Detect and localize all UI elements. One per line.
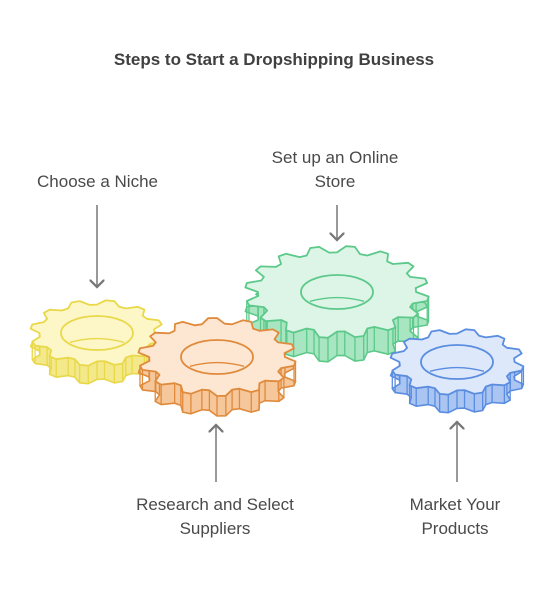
label-research-suppliers: Research and Select Suppliers bbox=[110, 493, 320, 541]
label-online-store-line1: Set up an Online bbox=[271, 148, 399, 167]
gear-research-suppliers bbox=[137, 317, 297, 417]
gear-online-store bbox=[244, 245, 430, 363]
label-online-store-line2: Store bbox=[314, 172, 356, 191]
diagram-title: Steps to Start a Dropshipping Business bbox=[113, 50, 435, 69]
label-research-suppliers-line2: Suppliers bbox=[179, 519, 251, 538]
label-online-store: Set up an Online Store bbox=[240, 146, 430, 194]
gear-choose-niche bbox=[29, 299, 165, 385]
label-market-products: Market Your Products bbox=[380, 493, 530, 541]
label-choose-niche-text: Choose a Niche bbox=[37, 172, 158, 191]
label-choose-niche: Choose a Niche bbox=[10, 170, 185, 194]
label-market-products-line2: Products bbox=[421, 519, 489, 538]
label-market-products-line1: Market Your bbox=[409, 495, 501, 514]
label-research-suppliers-line1: Research and Select bbox=[136, 495, 294, 514]
gear-market-products bbox=[389, 328, 525, 414]
